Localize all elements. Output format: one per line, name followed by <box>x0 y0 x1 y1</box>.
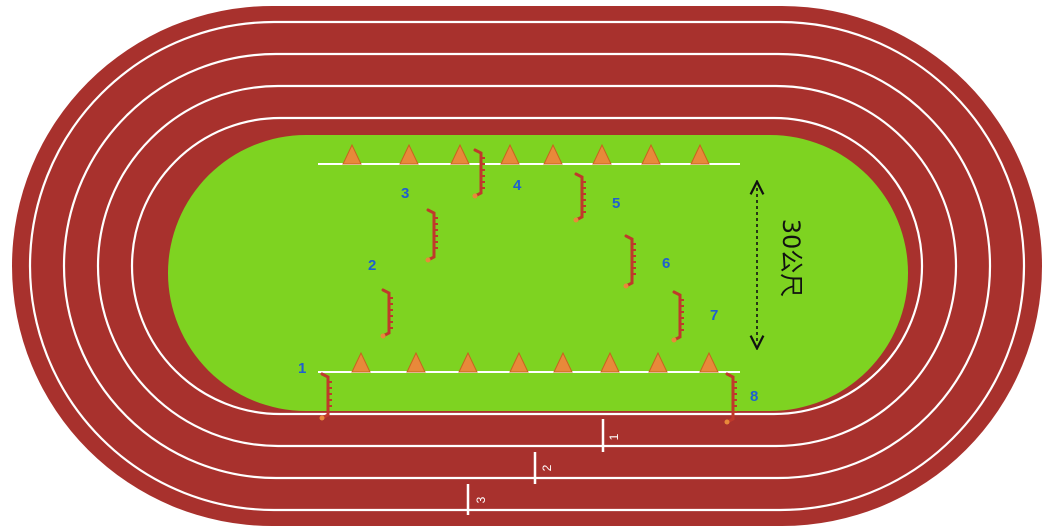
station-number-6: 6 <box>662 255 670 272</box>
lane-number-1: 1 <box>607 433 621 440</box>
station-number-3: 3 <box>401 185 409 202</box>
lane-number-2: 2 <box>540 464 554 471</box>
station-number-8: 8 <box>750 388 758 405</box>
distance-label: 30公尺 <box>777 219 805 298</box>
station-number-2: 2 <box>368 257 376 274</box>
station-number-7: 7 <box>710 307 718 324</box>
station-number-1: 1 <box>298 360 306 377</box>
lane-number-3: 3 <box>474 496 488 503</box>
station-number-4: 4 <box>513 177 522 194</box>
station-number-5: 5 <box>612 195 620 212</box>
